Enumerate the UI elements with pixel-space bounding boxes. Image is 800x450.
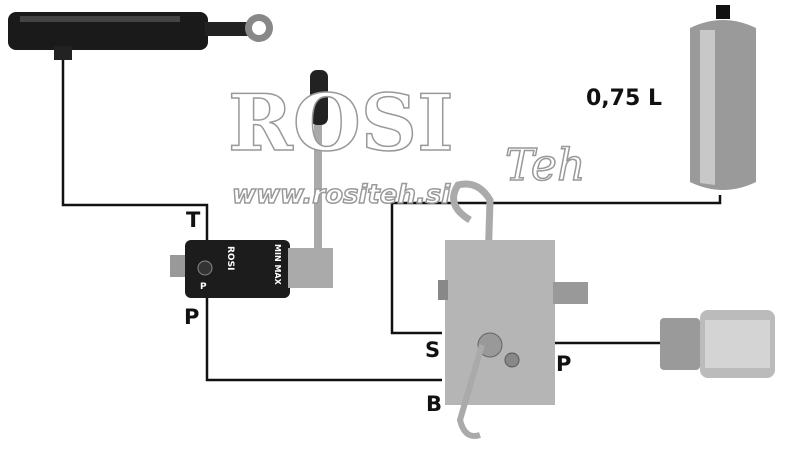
watermark-suffix: Teh	[504, 139, 586, 192]
label-p-block: P	[556, 352, 572, 376]
quick-coupling	[660, 310, 775, 378]
accumulator-volume-label: 0,75 L	[586, 86, 662, 111]
valve-max-label: MAX	[273, 264, 282, 285]
hand-pump-valve	[170, 70, 333, 298]
label-t: T	[186, 208, 201, 232]
hydraulic-cylinder	[8, 12, 273, 60]
line-accumulator-to-block-s	[390, 195, 722, 335]
label-s: S	[425, 338, 441, 362]
valve-port-marking: P	[200, 282, 207, 292]
line-valve-p-to-block-b	[205, 290, 442, 382]
watermark-url: www.rositeh.si	[231, 179, 451, 211]
label-b: B	[426, 392, 443, 416]
watermark-brand: ROSI	[227, 77, 454, 170]
line-cylinder-to-valve-t	[61, 60, 209, 240]
valve-block	[438, 180, 588, 439]
accumulator	[690, 5, 756, 190]
valve-brand: ROSI	[225, 246, 235, 271]
valve-min-label: MIN	[273, 244, 282, 262]
label-p-valve: P	[184, 305, 200, 329]
